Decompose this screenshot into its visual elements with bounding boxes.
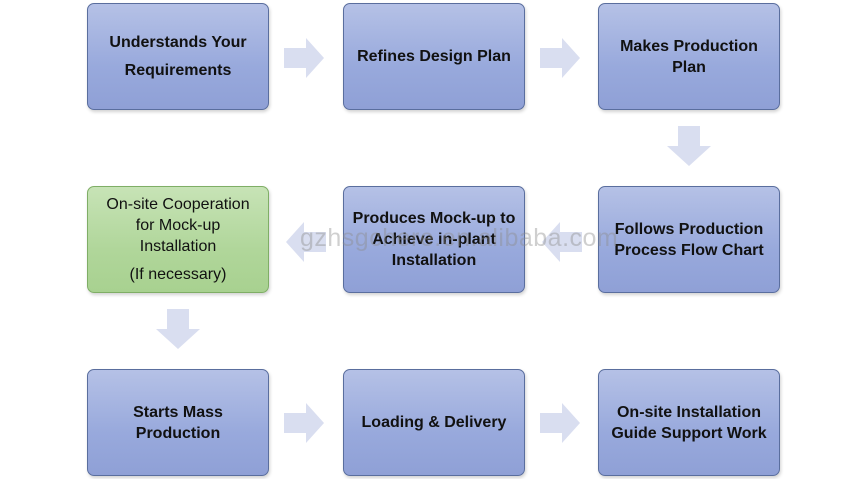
- step-follows-process-flow-chart: Follows Production Process Flow Chart: [598, 186, 780, 293]
- step-text-line: Understands Your: [109, 33, 247, 51]
- step-text-line: Production: [135, 424, 221, 442]
- step-makes-production-plan: Makes Production Plan: [598, 3, 780, 110]
- step-text-line: Requirements: [124, 61, 232, 79]
- step-starts-mass-production: Starts Mass Production: [87, 369, 269, 476]
- step-text-line: Refines Design Plan: [357, 48, 511, 65]
- step-text-line: (If necessary): [129, 266, 227, 283]
- down-arrow-icon: [156, 309, 200, 349]
- step-text-line: Installation: [391, 252, 477, 269]
- step-onsite-installation-support: On-site Installation Guide Support Work: [598, 369, 780, 476]
- step-text-line: Loading & Delivery: [361, 414, 507, 431]
- step-text-line: Produces Mock-up to: [352, 210, 516, 227]
- step-text-line: Installation: [139, 238, 217, 255]
- left-arrow-icon: [286, 222, 326, 262]
- step-text-line: Follows Production: [614, 220, 764, 238]
- right-arrow-icon: [284, 403, 324, 443]
- left-arrow-icon: [542, 222, 582, 262]
- step-text-line: Achieve in-plant: [372, 231, 496, 248]
- step-onsite-cooperation-mockup: On-site Cooperation for Mock-up Installa…: [87, 186, 269, 293]
- step-understands-requirements: Understands Your Requirements: [87, 3, 269, 110]
- step-text-line: Plan: [672, 58, 706, 76]
- step-text-line: On-site Cooperation: [106, 196, 250, 213]
- right-arrow-icon: [540, 38, 580, 78]
- step-produces-mockup: Produces Mock-up to Achieve in-plant Ins…: [343, 186, 525, 293]
- watermark-text: gzhsgchere.en.alibaba.com: [300, 224, 619, 252]
- step-refines-design-plan: Refines Design Plan: [343, 3, 525, 110]
- right-arrow-icon: [540, 403, 580, 443]
- right-arrow-icon: [284, 38, 324, 78]
- step-text-line: for Mock-up: [135, 217, 221, 234]
- step-text-line: Process Flow Chart: [614, 241, 764, 259]
- step-text-line: Guide Support Work: [611, 424, 767, 442]
- step-text-line: Makes Production: [620, 37, 758, 55]
- step-loading-delivery: Loading & Delivery: [343, 369, 525, 476]
- step-text-line: Starts Mass: [133, 403, 223, 421]
- step-text-line: On-site Installation: [616, 403, 761, 421]
- down-arrow-icon: [667, 126, 711, 166]
